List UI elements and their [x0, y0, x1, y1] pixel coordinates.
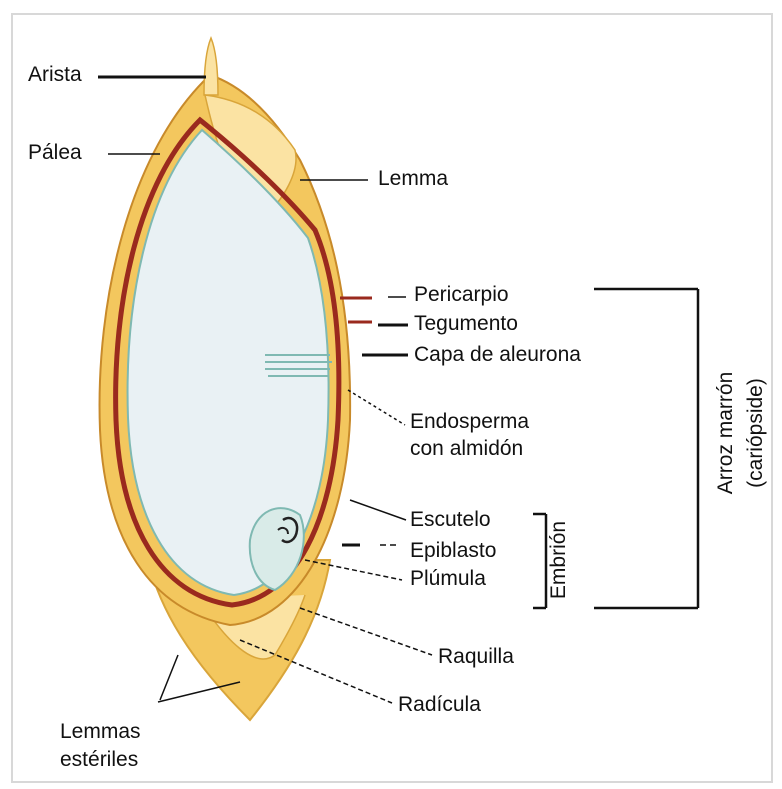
label-pericarpio: Pericarpio	[414, 283, 509, 307]
label-capa-aleurona: Capa de aleurona	[414, 343, 581, 367]
label-cariopside: (cariópside)	[744, 368, 768, 498]
label-arroz-marron: Arroz marrón	[714, 368, 738, 498]
label-plumula: Plúmula	[410, 567, 486, 591]
label-lemmas-line2: estériles	[60, 748, 138, 772]
label-radicula: Radícula	[398, 693, 481, 717]
label-lemma: Lemma	[378, 167, 448, 191]
label-embrion: Embrión	[547, 515, 571, 605]
awn-shape	[204, 38, 218, 95]
embryo-bracket	[533, 514, 546, 608]
label-raquilla: Raquilla	[438, 645, 514, 669]
label-epiblasto: Epiblasto	[410, 539, 496, 563]
caryopsis-bracket	[594, 289, 698, 608]
label-endosperma-line2: con almidón	[410, 437, 523, 461]
label-palea: Pálea	[28, 141, 82, 165]
label-escutelo: Escutelo	[410, 508, 491, 532]
label-lemmas-line1: Lemmas	[60, 720, 141, 744]
label-tegumento: Tegumento	[414, 312, 518, 336]
label-arista: Arista	[28, 63, 82, 87]
label-endosperma-line1: Endosperma	[410, 410, 529, 434]
